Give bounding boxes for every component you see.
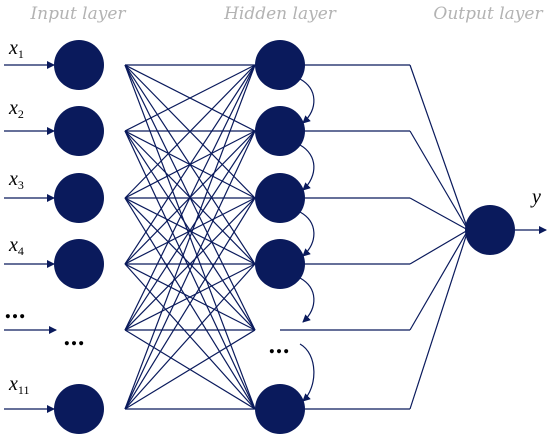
hidden-node-4 (255, 384, 305, 434)
hidden-ellipsis-node: … (268, 333, 291, 359)
weight-line-5-4 (124, 329, 256, 410)
weight-line-5-0 (124, 64, 256, 410)
recurrent-arrow-2 (299, 211, 315, 257)
input-node-0 (54, 40, 104, 90)
hidden-out-diagonal-5 (409, 229, 469, 410)
input-label-x1: x1 (8, 37, 24, 61)
input-ellipsis-left: … (4, 298, 27, 324)
recurrent-arrow-3 (299, 277, 315, 323)
hidden-node-3 (255, 239, 305, 289)
hidden-node-1 (255, 106, 305, 156)
input-node-1 (54, 106, 104, 156)
input-node-3 (54, 239, 104, 289)
hidden-out-diagonal-0 (409, 64, 469, 231)
weight-line-4-0 (124, 64, 256, 331)
connection-lines (4, 61, 547, 413)
weight-line-2-0 (124, 64, 256, 199)
input-label-x2: x2 (8, 97, 24, 121)
input-node-4 (54, 384, 104, 434)
weight-line-5-3 (124, 263, 256, 410)
recurrent-arrow-1 (299, 144, 315, 191)
weight-line-4-2 (124, 197, 256, 331)
input-label-x3: x3 (8, 168, 24, 192)
hidden-node-0 (255, 40, 305, 90)
hidden-out-diagonal-3 (409, 229, 469, 265)
recurrent-arrow-4 (299, 343, 315, 402)
output-node (465, 205, 515, 255)
input-label-x4: x4 (8, 234, 24, 258)
weight-line-1-0 (124, 64, 256, 132)
hidden-out-diagonal-4 (409, 229, 469, 331)
weight-line-5-2 (124, 197, 256, 410)
output-layer-title: Output layer (433, 4, 543, 24)
hidden-node-2 (255, 173, 305, 223)
input-layer-title: Input layer (29, 4, 126, 24)
hidden-layer-title: Hidden layer (223, 4, 337, 24)
input-label-x11: x11 (8, 373, 29, 397)
weight-line-4-3 (124, 263, 256, 331)
nodes (54, 40, 515, 434)
input-node-2 (54, 173, 104, 223)
weight-line-3-0 (124, 64, 256, 265)
hidden-out-diagonal-1 (409, 130, 469, 231)
input-ellipsis-node: … (63, 325, 86, 351)
recurrent-arrow-0 (299, 78, 315, 124)
weight-line-4-1 (124, 130, 256, 331)
output-label-y: y (530, 186, 541, 208)
hidden-out-diagonal-2 (409, 197, 469, 231)
weight-line-5-1 (124, 130, 256, 410)
